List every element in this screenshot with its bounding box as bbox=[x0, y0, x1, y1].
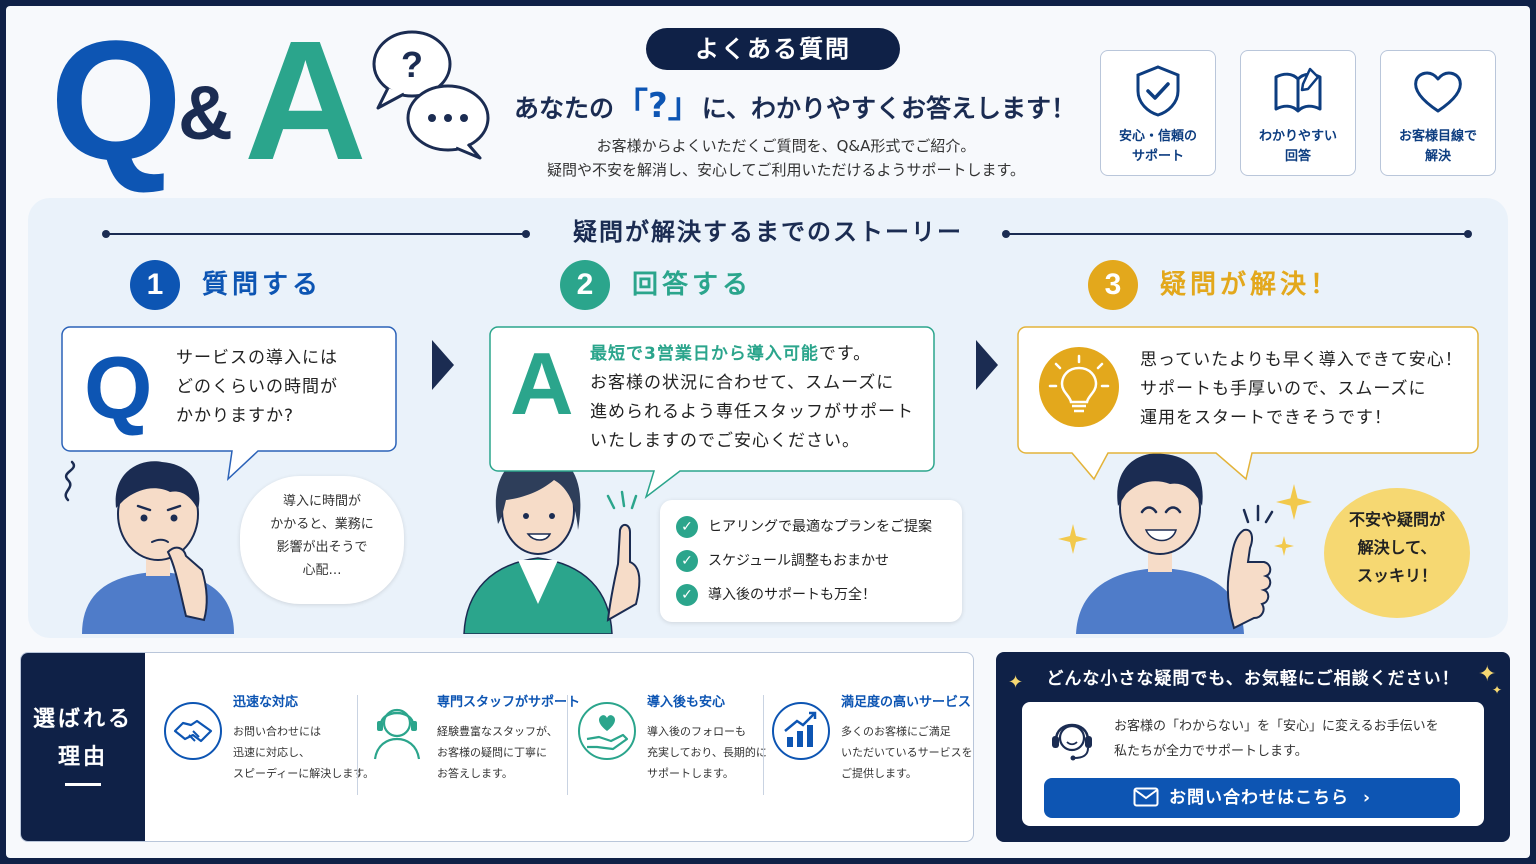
sparkle-icon bbox=[1274, 536, 1294, 556]
contact-button-label: お問い合わせはこちら bbox=[1168, 788, 1349, 808]
result-text: 思っていたよりも早く導入できて安心！ サポートも手厚いので、スムーズに 運用をス… bbox=[1140, 350, 1463, 428]
story-panel: 疑問が解決するまでのストーリー 1 質問する 2 回答する 3 疑問が解決！ bbox=[28, 198, 1508, 638]
mail-icon bbox=[1133, 787, 1159, 806]
check-icon: ✓ bbox=[676, 584, 698, 606]
result-card-frame bbox=[1017, 326, 1479, 481]
headset-icon bbox=[1052, 723, 1092, 761]
handshake-icon bbox=[164, 702, 222, 760]
arrow-right-icon bbox=[976, 340, 998, 390]
divider bbox=[567, 695, 568, 795]
check-item: ✓ヒアリングで最適なプランをご提案 bbox=[676, 510, 946, 544]
intro-line-2: 疑問や不安を解消し、安心してご利用いただけるようサポートします。 bbox=[546, 161, 1026, 179]
intro-line-1: お客様からよくいただくご質問を、Q&A形式でご紹介。 bbox=[596, 137, 976, 155]
sparkle-icon: ✦ bbox=[1008, 672, 1024, 693]
step-3-header: 3 疑問が解決！ bbox=[1088, 260, 1340, 310]
sparkle-icon: ✦ bbox=[1492, 683, 1503, 697]
reason-description: 導入後のフォローも充実しており、長期的にサポートします。 bbox=[647, 725, 767, 780]
arrow-right-icon bbox=[432, 340, 454, 390]
sparkle-icon bbox=[1058, 524, 1088, 554]
page-frame: Q & A ? よくある質問 あなたの「?」に、わかりやすくお答えします！ お客… bbox=[6, 6, 1530, 858]
step-1-number: 1 bbox=[130, 260, 180, 310]
consult-title: どんな小さな疑問でも、お気軽にご相談ください！ bbox=[1046, 669, 1460, 689]
consult-panel: ✦ ✦ ✦ どんな小さな疑問でも、お気軽にご相談ください！ お客様の「わからない… bbox=[996, 652, 1510, 842]
step-1-title: 質問する bbox=[202, 270, 323, 300]
answer-checklist: ✓ヒアリングで最適なプランをご提案 ✓スケジュール調整もおまかせ ✓導入後のサポ… bbox=[660, 500, 962, 622]
step-2-title: 回答する bbox=[632, 270, 753, 300]
logo-ampersand: & bbox=[178, 71, 233, 156]
light-bulb-icon bbox=[1039, 347, 1119, 427]
logo-a: A bbox=[244, 6, 367, 196]
step-1-header: 1 質問する bbox=[130, 260, 322, 310]
sparkle-icon bbox=[1276, 484, 1312, 520]
question-letter: Q bbox=[84, 338, 153, 437]
answer-highlight: 最短で3営業日から導入可能 bbox=[590, 344, 819, 364]
reasons-label: 選ばれる 理由 bbox=[21, 653, 145, 841]
check-item: ✓スケジュール調整もおまかせ bbox=[676, 544, 946, 578]
consult-text: お客様の「わからない」を「安心」に変えるお手伝いを 私たちが全力でサポートします… bbox=[1114, 719, 1439, 759]
step-3-title: 疑問が解決！ bbox=[1160, 270, 1341, 300]
question-card-frame bbox=[61, 326, 397, 481]
reason-title: 迅速な対応 bbox=[233, 695, 299, 710]
intro-text: お客様からよくいただくご質問を、Q&A形式でご紹介。 疑問や不安を解消し、安心し… bbox=[506, 134, 1066, 182]
title-rule-left bbox=[102, 230, 530, 238]
headline-pre: あなたの bbox=[514, 94, 615, 123]
reason-title: 専門スタッフがサポート bbox=[437, 695, 581, 710]
badge-customer: お客様目線で解決 bbox=[1380, 50, 1496, 176]
staff-illustration bbox=[463, 453, 641, 634]
badge-label: お客様目線で解決 bbox=[1398, 129, 1477, 164]
consult-card: お客様の「わからない」を「安心」に変えるお手伝いを 私たちが全力でサポートします… bbox=[1022, 702, 1484, 826]
bubble-question-mark: ? bbox=[401, 44, 423, 85]
reason-description: 多くのお客様にご満足いただいているサービスをご提供します。 bbox=[841, 725, 973, 780]
step-3-number: 3 bbox=[1088, 260, 1138, 310]
reasons-panel: 選ばれる 理由 迅速な対応 お問い合わせには迅速に対応し、スピーディーに解決しま… bbox=[20, 652, 974, 842]
worry-thought-bubble: 導入に時間が かかると、業務に 影響が出そうで 心配… bbox=[240, 476, 404, 604]
logo-q: Q bbox=[50, 6, 182, 196]
headline: あなたの「?」に、わかりやすくお答えします！ bbox=[514, 86, 1076, 129]
open-book-icon bbox=[1274, 67, 1322, 113]
step-2-number: 2 bbox=[560, 260, 610, 310]
contact-button[interactable]: お問い合わせはこちら › bbox=[1044, 778, 1460, 818]
questioner-illustration bbox=[64, 460, 234, 634]
feature-badges: 安心・信頼のサポート わかりやすい回答 お客様目線で解決 bbox=[1100, 50, 1496, 176]
headline-close-bracket: 」 bbox=[667, 86, 702, 126]
badge-label: 安心・信頼のサポート bbox=[1118, 129, 1197, 164]
satisfied-customer-illustration bbox=[1076, 453, 1274, 634]
check-item: ✓導入後のサポートも万全！ bbox=[676, 578, 946, 612]
relief-circle: 不安や疑問が 解決して、 スッキリ！ bbox=[1324, 488, 1470, 618]
heart-hand-icon bbox=[578, 702, 636, 760]
sparkle-icon: ✦ bbox=[1478, 662, 1497, 687]
title-rule-right bbox=[1002, 230, 1472, 238]
reason-description: お問い合わせには迅速に対応し、スピーディーに解決します。 bbox=[233, 725, 375, 780]
divider bbox=[357, 695, 358, 795]
growth-chart-icon bbox=[772, 702, 830, 760]
headline-open-bracket: 「 bbox=[614, 86, 649, 126]
chevron-right-icon: › bbox=[1362, 788, 1371, 808]
story-title: 疑問が解決するまでのストーリー bbox=[573, 218, 963, 246]
faq-tag: よくある質問 bbox=[646, 28, 900, 70]
divider bbox=[763, 695, 764, 795]
check-icon: ✓ bbox=[676, 516, 698, 538]
label-underline bbox=[65, 783, 101, 786]
answer-card-frame bbox=[489, 326, 935, 500]
shield-check-icon bbox=[1136, 65, 1180, 117]
answer-letter: A bbox=[510, 334, 574, 433]
step-2-header: 2 回答する bbox=[560, 260, 752, 310]
headline-question-mark: ? bbox=[648, 86, 668, 126]
reason-description: 経験豊富なスタッフが、お客様の疑問に丁寧にお答えします。 bbox=[437, 725, 558, 780]
badge-trust: 安心・信頼のサポート bbox=[1100, 50, 1216, 176]
badge-label: わかりやすい回答 bbox=[1258, 129, 1337, 164]
reason-title: 導入後も安心 bbox=[647, 695, 726, 710]
speech-bubbles-icon: ? bbox=[372, 30, 490, 160]
headline-post: に、わかりやすくお答えします！ bbox=[701, 94, 1077, 123]
question-text: サービスの導入には どのくらいの時間が かかりますか? bbox=[176, 348, 338, 426]
support-staff-icon bbox=[373, 708, 421, 760]
badge-clear: わかりやすい回答 bbox=[1240, 50, 1356, 176]
check-icon: ✓ bbox=[676, 550, 698, 572]
answer-text: 最短で3営業日から導入可能です。 お客様の状況に合わせて、スムーズに 進められる… bbox=[590, 344, 914, 451]
reason-title: 満足度の高いサービス bbox=[841, 695, 972, 710]
heart-icon bbox=[1414, 71, 1462, 113]
